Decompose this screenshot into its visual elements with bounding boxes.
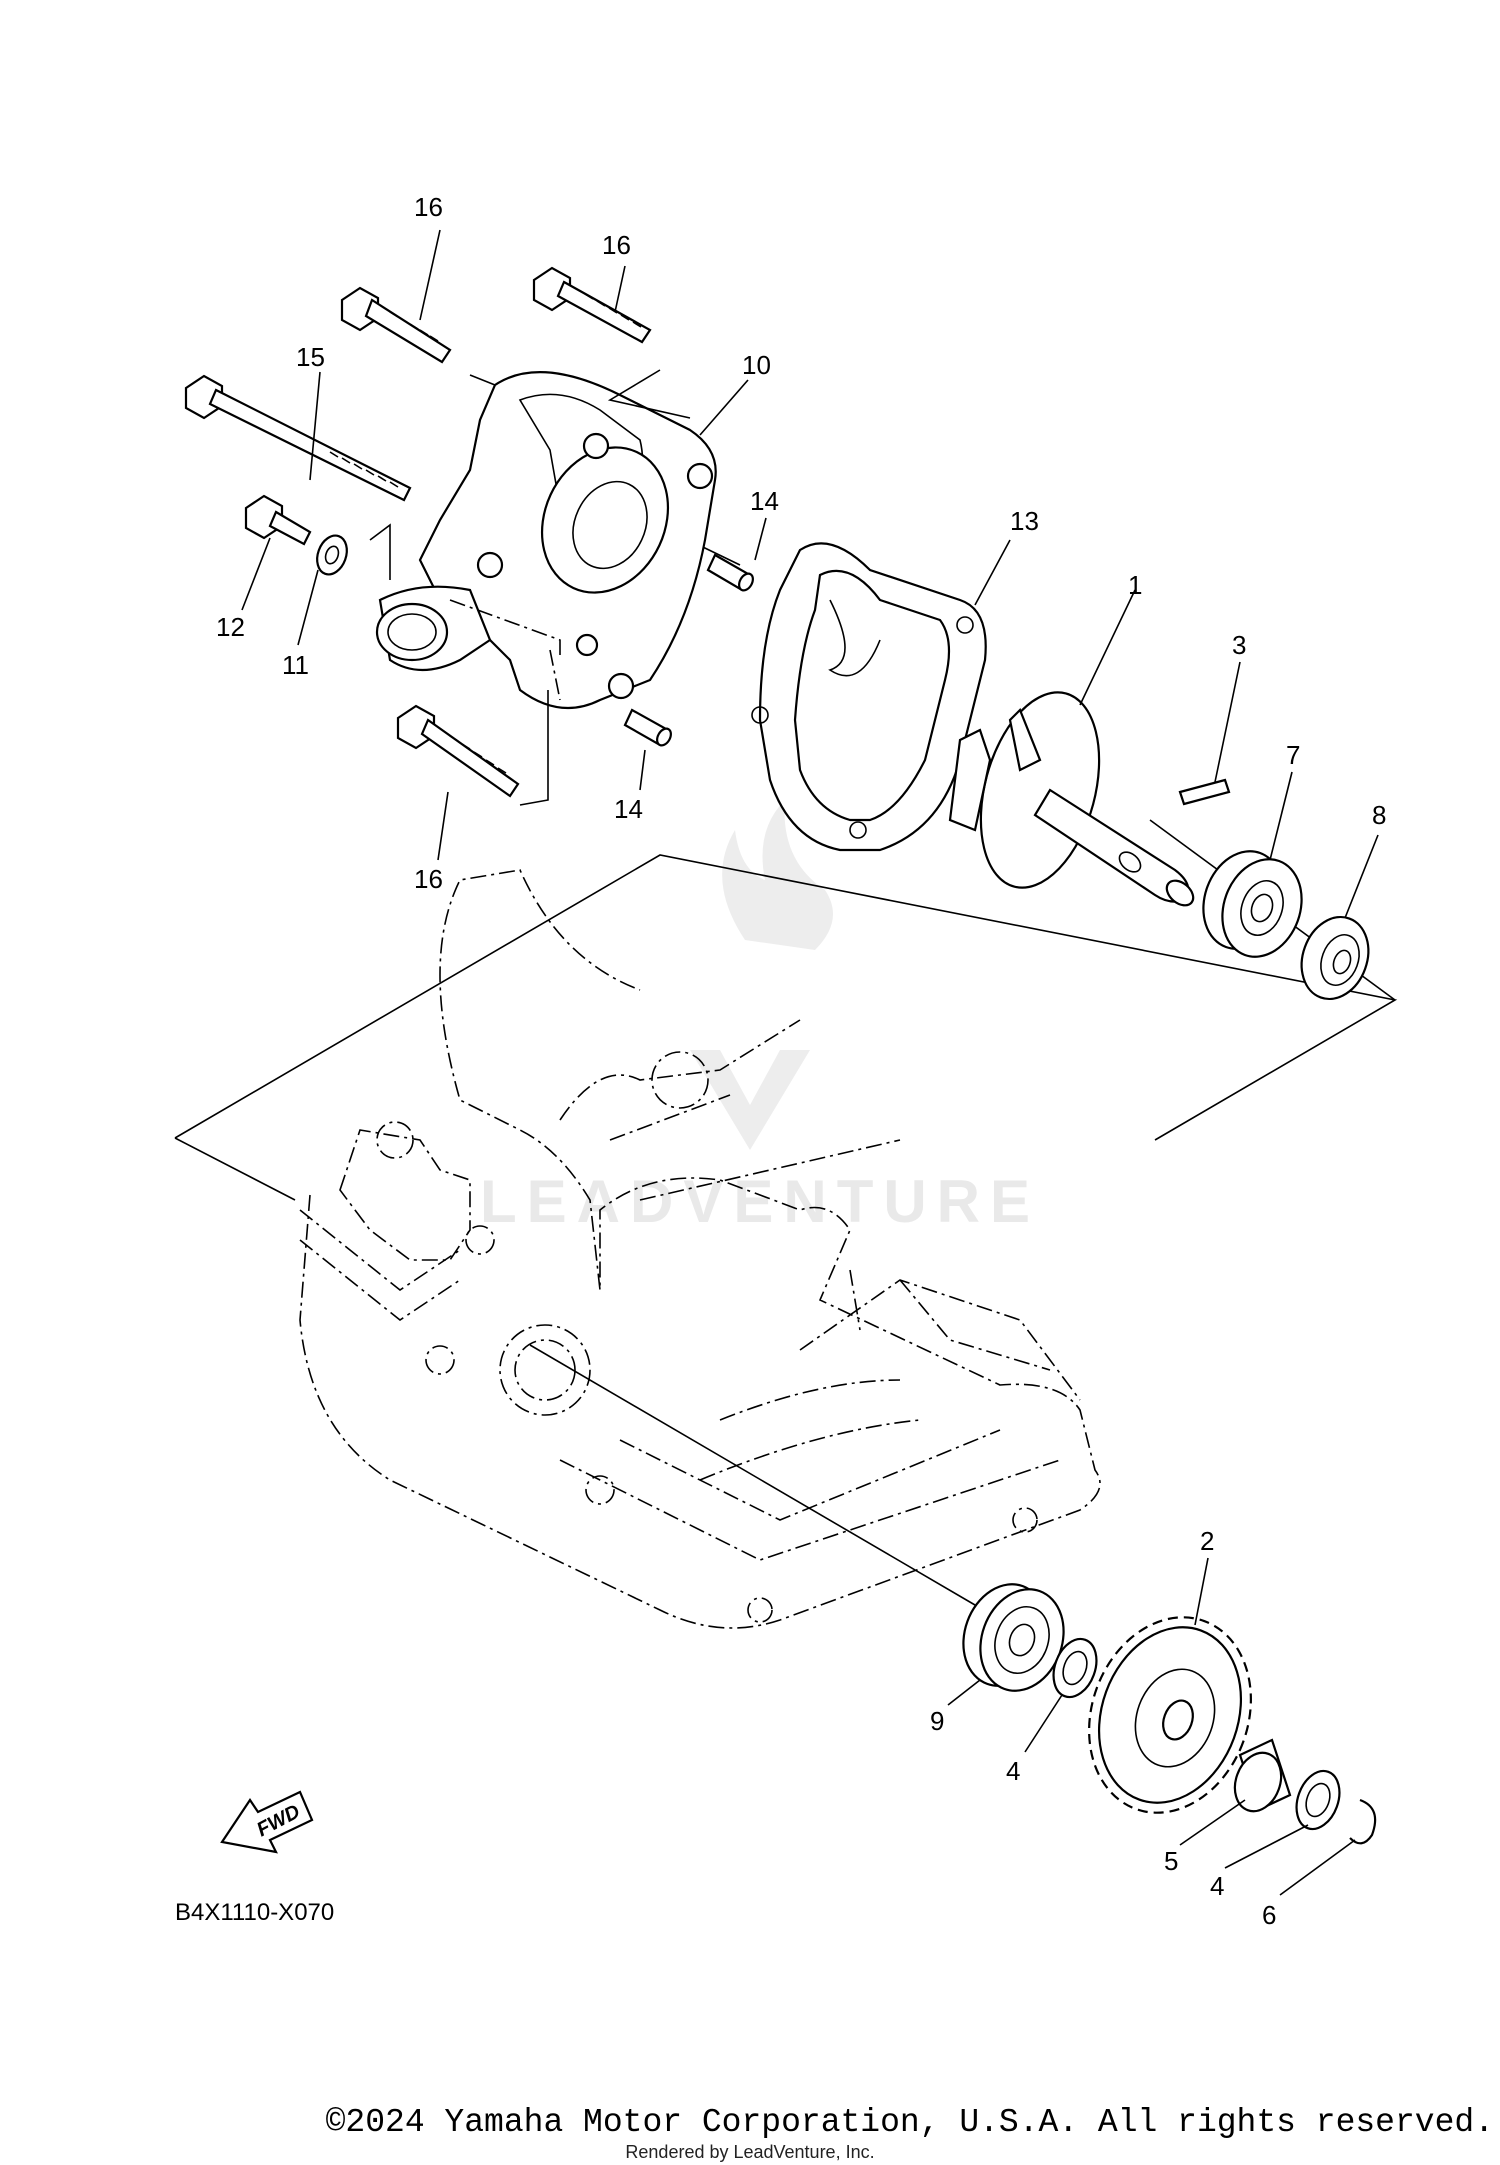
bolt-16-lower: [396, 704, 520, 798]
callout-5: 5: [1164, 1846, 1178, 1876]
bolt-12: [244, 494, 312, 546]
pump-cover: [375, 371, 717, 710]
callout-10: 10: [742, 350, 771, 380]
dowel-pin-14-lower: [623, 708, 672, 747]
assembly-outline: [174, 854, 1398, 1201]
callout-8: 8: [1372, 800, 1386, 830]
long-bolt-15: [184, 374, 412, 502]
callout-16-upper-left: 16: [414, 192, 443, 222]
callout-14-lower: 14: [614, 794, 643, 824]
leader-lines: [241, 229, 1379, 1896]
callout-16-upper-right: 16: [602, 230, 631, 260]
callout-1: 1: [1128, 570, 1142, 600]
callout-11: 11: [282, 650, 309, 680]
impeller-shaft-1: [948, 691, 1195, 907]
callout-2: 2: [1200, 1526, 1214, 1556]
pin-3: [1178, 778, 1231, 806]
bearing-7: [1202, 850, 1303, 958]
callout-labels: 16 16 15 10 14 12 11 14 16 13 1 3 7 8 2 …: [175, 192, 1386, 1930]
callout-4-a: 4: [1006, 1756, 1020, 1786]
callout-14-upper: 14: [750, 486, 779, 516]
washer-4-a: [1052, 1637, 1098, 1699]
copyright-notice: ©2024 Yamaha Motor Corporation, U.S.A. A…: [325, 2104, 1494, 2141]
gasket-13: [751, 542, 987, 852]
callout-12: 12: [216, 612, 245, 642]
callout-7: 7: [1286, 740, 1300, 770]
bolt-16-upper-left: [340, 286, 452, 364]
rendered-by-credit: Rendered by LeadVenture, Inc.: [625, 2142, 875, 2162]
bolt-16-upper-right: [532, 266, 652, 344]
crankcase-outline: [299, 869, 1101, 1629]
washer-11: [316, 534, 348, 576]
washer-4-b: [1295, 1769, 1341, 1831]
callout-6: 6: [1262, 1900, 1276, 1930]
circlip-6: [1349, 1798, 1377, 1845]
watermark-text: LEADVENTURE: [480, 1168, 1040, 1235]
dowel-pin-14-upper: [706, 553, 754, 592]
callout-9: 9: [930, 1706, 944, 1736]
diagram-code: B4X1110-X070: [175, 1899, 334, 1926]
seal-8: [1300, 915, 1370, 1001]
callout-13: 13: [1010, 506, 1039, 536]
callout-4-b: 4: [1210, 1871, 1224, 1901]
callout-3: 3: [1232, 630, 1246, 660]
callout-15: 15: [296, 342, 325, 372]
pump-gear-2: [1088, 1616, 1252, 1814]
bearing-9: [962, 1583, 1065, 1692]
callout-16-lower: 16: [414, 864, 443, 894]
collar-5: [1233, 1738, 1292, 1813]
fwd-arrow-icon: FWD: [220, 1790, 314, 1854]
watermark: LEADVENTURE: [480, 800, 1040, 1235]
